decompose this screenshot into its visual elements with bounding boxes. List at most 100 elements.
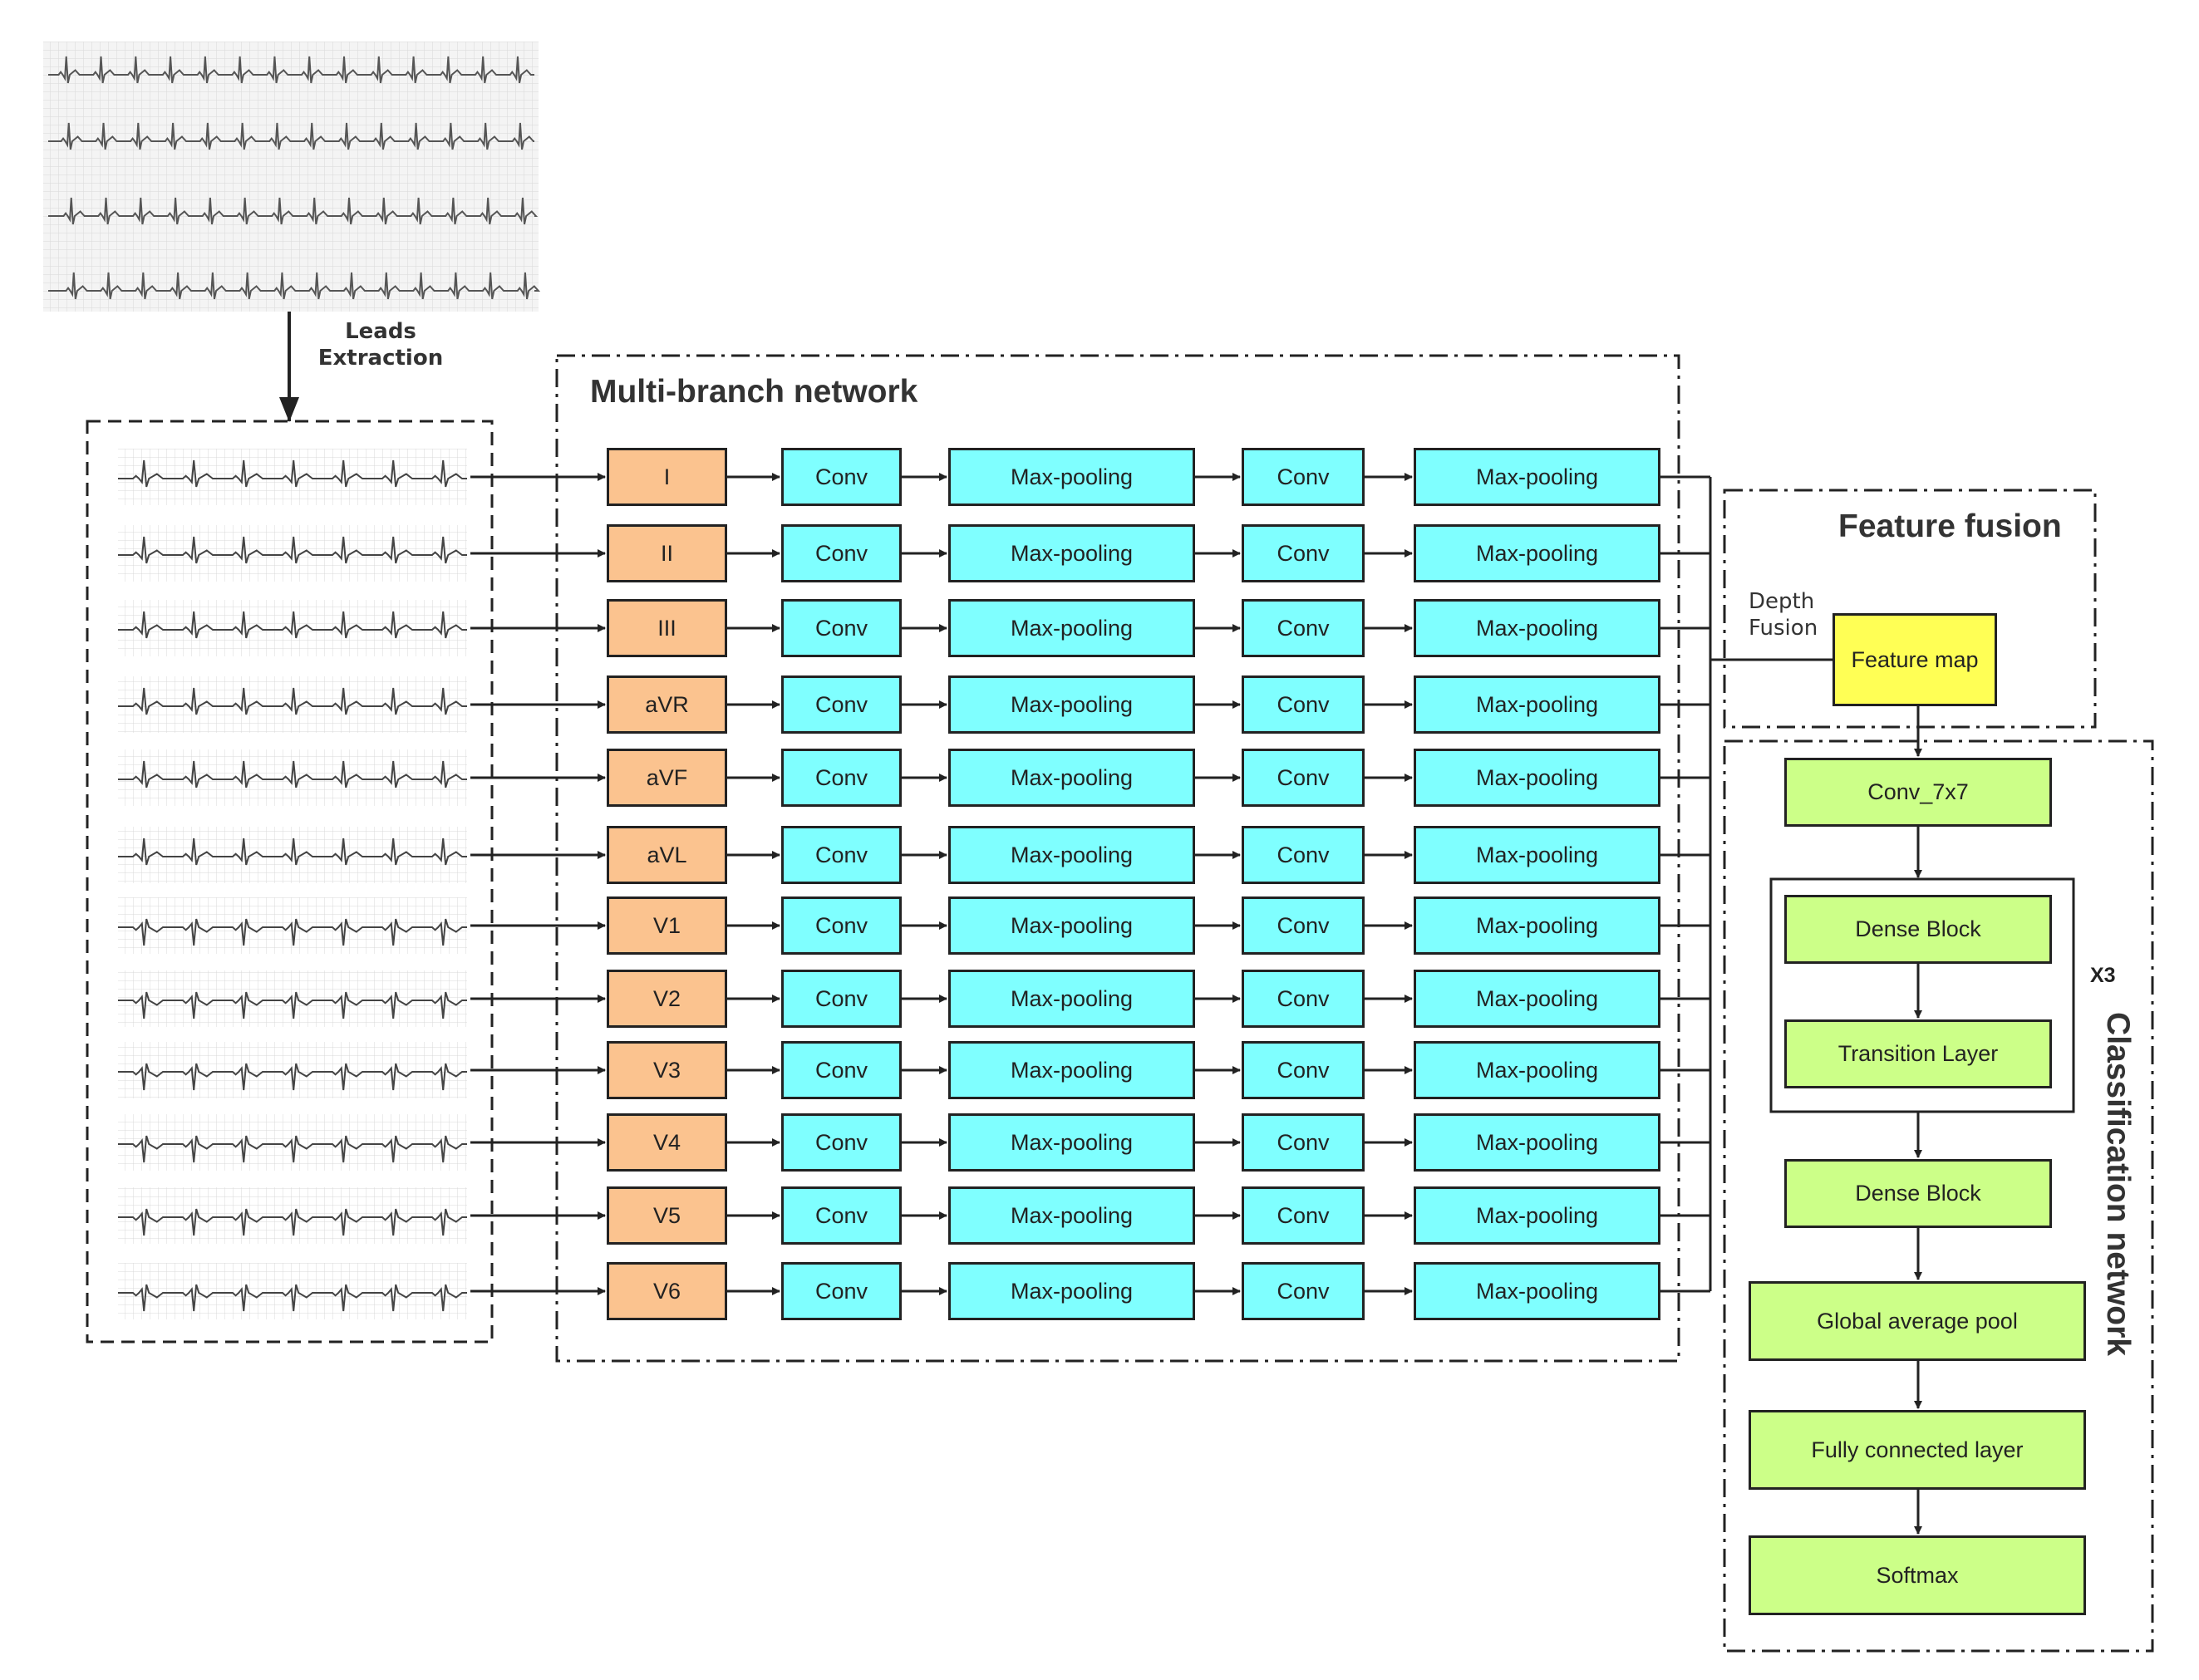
conv-box: Conv	[781, 826, 902, 884]
maxpool-box: Max-pooling	[1414, 448, 1660, 506]
maxpool-box: Max-pooling	[1414, 896, 1660, 955]
conv-box: Conv	[781, 896, 902, 955]
maxpool-box: Max-pooling	[1414, 524, 1660, 582]
maxpool-box: Max-pooling	[948, 826, 1195, 884]
maxpool-box: Max-pooling	[948, 1262, 1195, 1320]
classification-container	[1723, 739, 2154, 1653]
maxpool-box: Max-pooling	[948, 1186, 1195, 1245]
lead-box-aVL: aVL	[607, 826, 727, 884]
lead-strip-image	[118, 1263, 467, 1319]
conv-box: Conv	[781, 1186, 902, 1245]
maxpool-box: Max-pooling	[1414, 749, 1660, 807]
conv-box: Conv	[1242, 1262, 1365, 1320]
conv-box: Conv	[781, 970, 902, 1028]
conv-box: Conv	[781, 675, 902, 734]
classification-title: Classification network	[2100, 1012, 2136, 1356]
depth-fusion-line1: Depth	[1749, 589, 1815, 614]
lead-box-V1: V1	[607, 896, 727, 955]
maxpool-box: Max-pooling	[948, 599, 1195, 657]
conv-box: Conv	[1242, 524, 1365, 582]
conv-box: Conv	[781, 524, 902, 582]
dense-repeat-frame	[1769, 877, 2075, 1113]
conv-box: Conv	[1242, 599, 1365, 657]
maxpool-box: Max-pooling	[1414, 1041, 1660, 1099]
softmax-box: Softmax	[1749, 1535, 2086, 1615]
ecg-printout-row	[48, 122, 534, 150]
maxpool-box: Max-pooling	[1414, 1113, 1660, 1172]
ecg-printout-row	[48, 197, 539, 225]
lead-strips-container	[86, 420, 494, 1344]
conv-box: Conv	[781, 1262, 902, 1320]
maxpool-box: Max-pooling	[948, 524, 1195, 582]
maxpool-box: Max-pooling	[1414, 599, 1660, 657]
leads-extraction-label: Leads Extraction	[314, 318, 447, 371]
maxpool-box: Max-pooling	[1414, 970, 1660, 1028]
lead-strip-image	[118, 1042, 467, 1098]
feature-map-box: Feature map	[1832, 613, 1997, 706]
conv-box: Conv	[781, 1113, 902, 1172]
lead-box-V2: V2	[607, 970, 727, 1028]
lead-box-aVR: aVR	[607, 675, 727, 734]
lead-box-V6: V6	[607, 1262, 727, 1320]
maxpool-box: Max-pooling	[1414, 826, 1660, 884]
conv-box: Conv	[781, 749, 902, 807]
maxpool-box: Max-pooling	[948, 970, 1195, 1028]
lead-strip-image	[118, 970, 467, 1027]
fully-connected-layer-box: Fully connected layer	[1749, 1410, 2086, 1490]
conv-box: Conv	[1242, 1041, 1365, 1099]
ecg-printout-row	[48, 272, 541, 300]
repeat-label: X3	[2090, 964, 2116, 987]
lead-box-V5: V5	[607, 1186, 727, 1245]
lead-strip-image	[118, 1114, 467, 1171]
leads-extraction-line2: Extraction	[317, 346, 444, 371]
conv-box: Conv	[1242, 675, 1365, 734]
conv-box: Conv	[1242, 896, 1365, 955]
depth-fusion-line2: Fusion	[1749, 616, 1818, 641]
maxpool-box: Max-pooling	[948, 675, 1195, 734]
ecg-printout-image	[43, 42, 541, 312]
lead-strip-image	[118, 676, 467, 733]
leads-extraction-line1: Leads	[345, 319, 416, 344]
multi-branch-title: Multi-branch network	[590, 374, 918, 410]
maxpool-box: Max-pooling	[948, 1041, 1195, 1099]
transition-layer-box: Transition Layer	[1784, 1019, 2052, 1088]
conv-box: Conv	[1242, 826, 1365, 884]
lead-strip-image	[118, 827, 467, 883]
conv-box: Conv	[781, 448, 902, 506]
conv-box: Conv	[1242, 970, 1365, 1028]
lead-strip-image	[118, 897, 467, 954]
ecg-printout-row	[48, 56, 534, 84]
conv-box: Conv	[781, 1041, 902, 1099]
conv-box: Conv	[1242, 448, 1365, 506]
lead-box-II: II	[607, 524, 727, 582]
dense-block-box-2: Dense Block	[1784, 1159, 2052, 1228]
lead-strip-image	[118, 525, 467, 582]
conv-box: Conv	[781, 599, 902, 657]
lead-strip-image	[118, 600, 467, 656]
maxpool-box: Max-pooling	[1414, 675, 1660, 734]
multi-branch-container	[555, 354, 1680, 1363]
lead-box-V3: V3	[607, 1041, 727, 1099]
conv-box: Conv	[1242, 749, 1365, 807]
conv7x7-box: Conv_7x7	[1784, 758, 2052, 827]
lead-strip-image	[118, 449, 467, 505]
maxpool-box: Max-pooling	[1414, 1262, 1660, 1320]
lead-strip-image	[118, 1187, 467, 1244]
lead-strip-image	[118, 749, 467, 806]
conv-box: Conv	[1242, 1186, 1365, 1245]
feature-fusion-container	[1723, 489, 2097, 729]
feature-fusion-title: Feature fusion	[1838, 508, 2062, 544]
lead-box-III: III	[607, 599, 727, 657]
dense-block-box-1: Dense Block	[1784, 895, 2052, 964]
maxpool-box: Max-pooling	[948, 448, 1195, 506]
maxpool-box: Max-pooling	[948, 1113, 1195, 1172]
lead-box-aVF: aVF	[607, 749, 727, 807]
conv-box: Conv	[1242, 1113, 1365, 1172]
lead-box-I: I	[607, 448, 727, 506]
depth-fusion-label: Depth Fusion	[1749, 588, 1818, 641]
maxpool-box: Max-pooling	[1414, 1186, 1660, 1245]
maxpool-box: Max-pooling	[948, 749, 1195, 807]
maxpool-box: Max-pooling	[948, 896, 1195, 955]
